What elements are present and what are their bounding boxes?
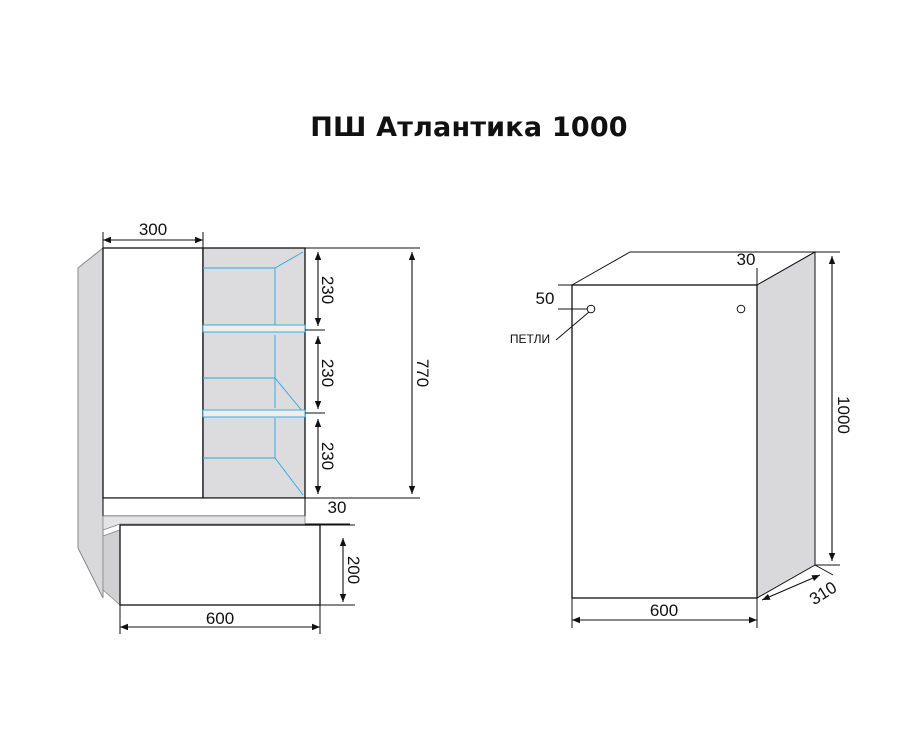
cabinet-side bbox=[756, 251, 816, 599]
shelf-1 bbox=[202, 324, 306, 333]
drawer-front bbox=[119, 524, 321, 606]
dim-hinge-offset: 50 bbox=[536, 284, 587, 310]
dim-label-side-width: 600 bbox=[650, 601, 678, 620]
dim-label-shelf-gap-1: 230 bbox=[318, 276, 337, 304]
dim-shelf-gaps: 230 230 230 bbox=[305, 247, 420, 499]
side-view: 30 50 ПЕТЛИ 1000 600 bbox=[510, 250, 853, 628]
cabinet-front bbox=[571, 284, 758, 599]
left-side-panel bbox=[77, 246, 104, 599]
drawer-inner-top bbox=[102, 515, 306, 531]
dim-label-door-width: 300 bbox=[139, 220, 167, 239]
dim-label-hinge-offset: 50 bbox=[536, 289, 555, 308]
dim-label-shelf-gap-3: 230 bbox=[318, 442, 337, 470]
dim-label-gap: 30 bbox=[328, 498, 347, 517]
dim-label-depth: 310 bbox=[806, 578, 840, 609]
dim-label-height: 1000 bbox=[834, 396, 853, 434]
dim-side-width: 600 bbox=[571, 598, 758, 628]
shelf-2 bbox=[202, 409, 306, 418]
dim-label-upper-height: 770 bbox=[413, 359, 432, 387]
dim-front-width: 600 bbox=[119, 605, 321, 634]
dim-upper-height: 770 bbox=[408, 252, 432, 494]
drawer-side bbox=[102, 529, 121, 606]
dim-height: 1000 bbox=[815, 251, 853, 566]
dim-label-drawer-height: 200 bbox=[344, 556, 363, 584]
dim-gap: 30 bbox=[305, 498, 350, 525]
dim-top-offset: 30 bbox=[737, 250, 758, 285]
hinges-callout: ПЕТЛИ bbox=[510, 311, 590, 346]
front-view: 300 230 230 230 770 30 bbox=[77, 220, 432, 634]
dim-door-width: 300 bbox=[102, 220, 204, 248]
hinge-right bbox=[736, 304, 746, 314]
dim-drawer-height: 200 bbox=[320, 524, 363, 606]
open-door bbox=[102, 247, 204, 499]
hinge-left bbox=[586, 304, 596, 314]
dim-label-front-width: 600 bbox=[206, 609, 234, 628]
hinges-label: ПЕТЛИ bbox=[510, 332, 550, 346]
page-title: ПШ Атлантика 1000 bbox=[310, 112, 628, 143]
dim-label-shelf-gap-2: 230 bbox=[318, 359, 337, 387]
base-strip bbox=[102, 497, 306, 517]
cabinet-interior bbox=[202, 247, 306, 499]
dim-label-top-offset: 30 bbox=[737, 250, 756, 269]
